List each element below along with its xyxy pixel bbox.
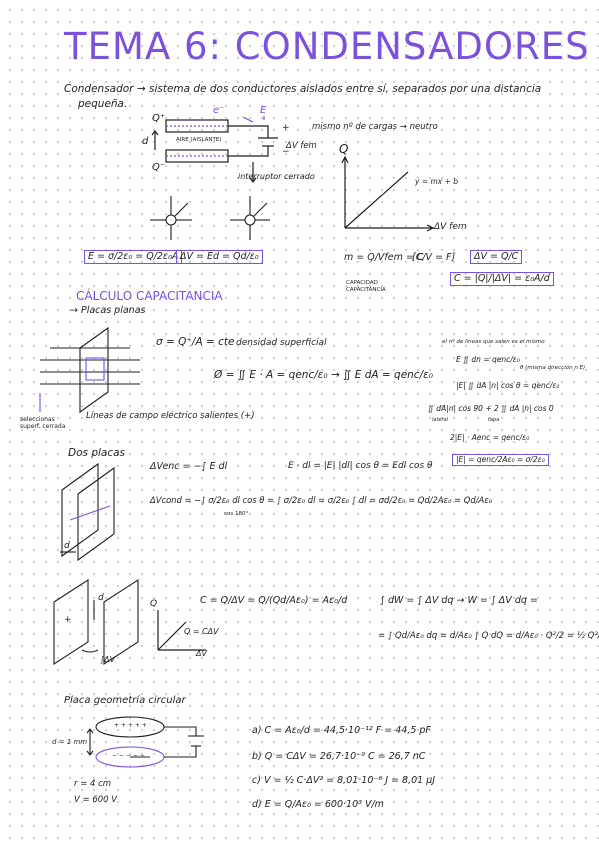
q-minus-label: Q⁻ — [152, 162, 166, 173]
rhs-lateral: lateral — [432, 417, 448, 423]
circular-plus-row: + + + + + — [114, 722, 147, 729]
circular-capacitor-drawing — [86, 716, 204, 768]
d-label: d — [142, 136, 149, 147]
wire-top — [228, 125, 269, 138]
graph2-v-label: ΔV — [196, 649, 207, 658]
answer-d: d) E = Q/Aε₀ = 600·10³ V/m — [252, 799, 384, 810]
q-v-graph — [341, 155, 435, 232]
graph1-line-label: y = mx + b — [415, 177, 459, 186]
sigma-note: densidad superficial — [236, 338, 327, 348]
point-charges — [150, 196, 270, 240]
electron-label: e⁻ — [213, 105, 225, 116]
rhs-tapa: tapa — [488, 417, 500, 423]
q-plus-label: Q⁺ — [152, 113, 166, 124]
gauss-law: Ø = ∬ E · A = qenc/ε₀ → ∬ E dA = qenc/ε₀ — [214, 369, 434, 381]
cos-180-note: cos 180° — [224, 511, 249, 517]
vcond-formula: ΔVcond = −∫ σ/2ε₀ dl cos θ = ∫ σ/2ε₀ dl … — [150, 495, 493, 505]
gauss-surface-drawing — [39, 326, 140, 414]
e-field-formula: E = σ/2ε₀ = Q/2ε₀A — [84, 250, 183, 264]
graph2-line-label: Q = CΔV — [184, 627, 219, 636]
energy-plus: + — [64, 615, 72, 625]
delta-v-fem-label: ΔV fem — [286, 141, 317, 151]
dv-qc-formula: ΔV = Q/C — [470, 250, 523, 264]
energy-plate-d: d — [98, 593, 104, 603]
graph2-int-label: ∫ΔV — [100, 655, 116, 664]
plus-sign: + — [282, 123, 290, 133]
c-def-formula: C = |Q|/|ΔV| = ε₀A/d — [450, 272, 554, 286]
sigma-formula: σ = Q⁺/A = cte — [156, 336, 235, 348]
qcv-graph — [157, 610, 206, 651]
field-lines-note: Líneas de campo eléctrico salientes (+) — [86, 411, 255, 421]
rhs-step-4: 2|E| · Aenc = qenc/ε₀ — [450, 433, 530, 442]
intro-line-1: Condensador → sistema de dos conductores… — [64, 83, 542, 95]
answer-b: b) Q = CΔV = 26,7·10⁻⁹ C = 26,7 nC — [252, 751, 426, 762]
edl-formula: E · dl = |E| |dl| cos θ = Edl cos θ — [288, 461, 433, 471]
flat-plates-sub: → Placas planas — [70, 305, 146, 316]
intro-line-2: pequeña. — [78, 98, 128, 110]
same-charge-note: mismo nº de cargas → neutro — [312, 122, 438, 132]
capacitor-drawing — [151, 116, 278, 183]
capacitance-heading: CÁLCULO CAPACITANCIA — [76, 289, 223, 303]
lines-note: el nº de líneas que salen es el mismo — [442, 339, 545, 345]
minus-sign: − — [282, 147, 290, 157]
field-e-label: E — [260, 105, 267, 116]
work-line-1: ∫ dW = ∫ ΔV dq → W = ∫ ΔV dq = — [380, 595, 538, 606]
energy-plates-drawing — [53, 578, 139, 666]
page-title: TEMA 6: CONDENSADORES — [64, 25, 590, 68]
capacity-note: CAPACIDAD CAPACITANCIA — [346, 280, 386, 294]
graph1-x-label: ΔV fem — [434, 222, 467, 232]
two-plates-drawing — [60, 462, 115, 562]
switch-label: interruptor cerrado — [238, 172, 315, 181]
select-surface-note: seleccionas superf. cerrada — [20, 416, 66, 431]
rhs-note: θ (misma dirección n E) — [520, 365, 586, 371]
delta-v-formula: ΔV = Ed = Qd/ε₀ — [176, 250, 263, 264]
unit-formula: [C/V = F] — [412, 252, 456, 263]
rhs-step-1: E ∬ dn = qenc/ε₀ — [456, 355, 520, 364]
rhs-step-3: ∬ dA|n| cos 90 + 2 ∬ dA |n| cos 0 — [428, 404, 554, 413]
graph1-y-label: Q — [339, 142, 349, 156]
capacitance-formula: C = Q/ΔV = Q/(Qd/Aε₀) = Aε₀/d — [200, 595, 348, 606]
rhs-step-2: |E| ∬ dA |n| cos θ = qenc/ε₀ — [456, 381, 560, 390]
answer-a: a) C = Aε₀/d = 44,5·10⁻¹² F = 44,5 pF — [252, 725, 431, 736]
circular-d-label: d = 1 mm — [52, 738, 88, 746]
circular-v-label: V = 600 V — [74, 795, 118, 805]
answer-c: c) V = ½ C·ΔV² = 8,01·10⁻⁶ J = 8,01 μJ — [252, 775, 436, 786]
two-plates-heading: Dos placas — [68, 447, 126, 459]
circular-r-label: r = 4 cm — [74, 779, 112, 789]
wire-bottom — [228, 146, 269, 157]
graph2-q-label: Q — [150, 599, 158, 609]
venc-formula: ΔVenc = −∫ E dl — [150, 461, 228, 472]
two-plates-d: d — [64, 541, 70, 551]
m-formula: m = Q/Vfem = C — [344, 252, 424, 263]
dielectric-label: AIRE (AISLANTE) — [176, 137, 222, 143]
circular-heading: Placa geometría circular — [64, 695, 186, 706]
rhs-step-5: |E| = qenc/2Aε₀ = σ/2ε₀ — [452, 454, 549, 466]
circular-minus-row: − − − − − — [112, 752, 145, 759]
work-line-2: = ∫ Qd/Aε₀ dq = d/Aε₀ ∫ Q dQ = d/Aε₀ · Q… — [378, 631, 599, 641]
